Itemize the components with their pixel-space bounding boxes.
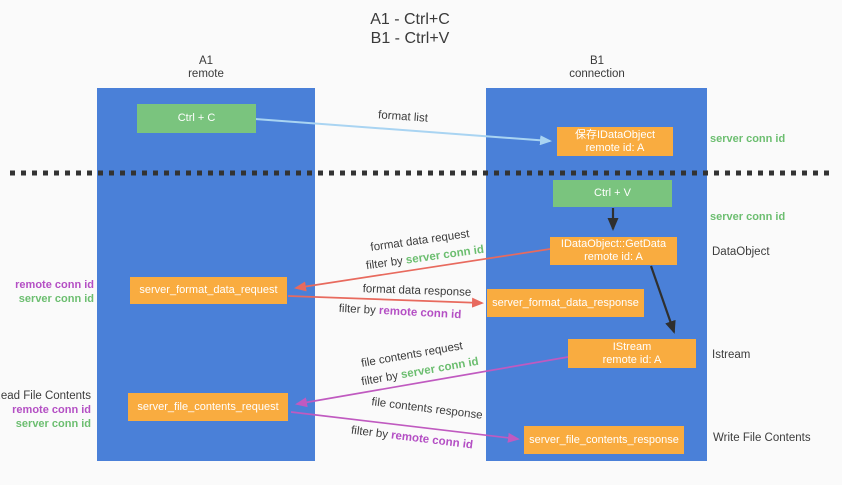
server-format-data-response-label: server_format_data_response [492, 296, 639, 309]
server-conn-id-mid-text: server conn id [710, 211, 786, 223]
filter-by-text: filter by [350, 424, 392, 442]
remote-conn-id-left-bottom: remote conn id [12, 404, 91, 416]
filter-by-text: filter by [360, 369, 403, 389]
file-contents-response-text: file contents response [370, 396, 484, 422]
node-server-file-contents-response: server_file_contents_response [524, 426, 684, 454]
remote-conn-id-text: remote conn id [390, 429, 474, 452]
filter-by-remote-conn-id-label-2: filter by remote conn id [350, 425, 473, 452]
server-conn-id-left-bottom: server conn id [15, 418, 91, 430]
format-list-text: format list [377, 109, 429, 125]
dataobject-text: DataObject [712, 246, 770, 258]
left-conn-id-group-bottom: Read File Contents remote conn id server… [0, 389, 91, 431]
node-idataobject-getdata: IDataObject::GetData remote id: A [550, 237, 677, 265]
lane-right-subtitle: connection [569, 68, 625, 80]
server-conn-id-mid-label: server conn id [710, 211, 785, 223]
lane-header-right: B1 connection [537, 55, 657, 81]
diagram-title: A1 - Ctrl+C B1 - Ctrl+V [370, 10, 450, 48]
format-list-label: format list [378, 109, 429, 124]
remote-conn-id-text: remote conn id [378, 304, 462, 322]
istream-line1: IStream [612, 340, 652, 353]
lane-header-left: A1 remote [146, 55, 266, 81]
filter-by-text: filter by [365, 254, 407, 273]
node-server-format-data-request: server_format_data_request [130, 277, 287, 304]
left-conn-id-group-top: remote conn id server conn id [15, 278, 94, 306]
node-ctrl-v: Ctrl + V [553, 180, 672, 207]
server-file-contents-request-label: server_file_contents_request [137, 400, 279, 413]
istream-side-label: Istream [712, 349, 750, 361]
write-file-contents-text: Write File Contents [713, 432, 811, 444]
read-file-contents-label: Read File Contents [0, 390, 91, 402]
istream-line2: remote id: A [602, 353, 662, 366]
lane-left-name: A1 [198, 55, 214, 67]
node-ctrl-c: Ctrl + C [137, 104, 256, 133]
format-data-response-text: format data response [362, 283, 472, 299]
save-idataobject-line2: remote id: A [585, 141, 645, 154]
ctrl-c-label: Ctrl + C [177, 112, 216, 124]
ctrl-v-label: Ctrl + V [594, 187, 631, 199]
server-conn-id-top-label: server conn id [710, 133, 785, 145]
save-idataobject-line1: 保存IDataObject [574, 128, 656, 141]
filter-by-text: filter by [338, 302, 380, 317]
node-istream: IStream remote id: A [568, 339, 696, 368]
node-server-format-data-response: server_format_data_response [487, 289, 644, 317]
title-line-1: A1 - Ctrl+C [370, 11, 450, 28]
title-line-2: B1 - Ctrl+V [370, 30, 450, 47]
server-conn-id-top-text: server conn id [710, 133, 786, 145]
write-file-contents-label: Write File Contents [713, 432, 811, 444]
server-format-data-request-label: server_format_data_request [139, 284, 278, 296]
file-contents-response-label: file contents response [371, 396, 484, 422]
node-server-file-contents-request: server_file_contents_request [128, 393, 288, 421]
istream-side-text: Istream [712, 349, 751, 361]
remote-conn-id-left-top: remote conn id [15, 279, 94, 291]
server-file-contents-response-label: server_file_contents_response [529, 433, 679, 446]
filter-by-remote-conn-id-label-1: filter by remote conn id [338, 303, 461, 321]
format-data-response-label: format data response [362, 283, 471, 299]
server-conn-id-left-top: server conn id [18, 293, 94, 305]
lane-right-name: B1 [589, 55, 605, 67]
getdata-line2: remote id: A [584, 251, 643, 263]
node-save-idataobject: 保存IDataObject remote id: A [557, 127, 673, 156]
getdata-line1: IDataObject::GetData [560, 238, 667, 250]
lane-left-subtitle: remote [188, 68, 224, 80]
dataobject-label: DataObject [712, 246, 770, 258]
